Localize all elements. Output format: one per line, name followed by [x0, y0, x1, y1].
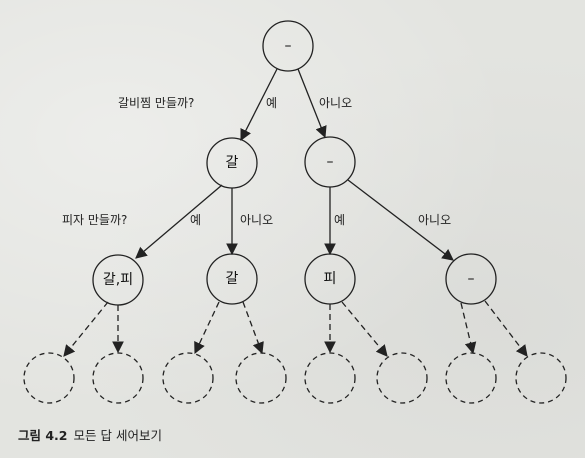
- leaf-node-3: [162, 352, 214, 404]
- edge-label-no-no: 아니오: [418, 213, 451, 227]
- leaf-node-2: [92, 352, 144, 404]
- node-gal2-label: 갈: [226, 271, 239, 287]
- node-root-label: –: [285, 38, 292, 54]
- node-pi-label: 피: [324, 271, 337, 287]
- edge-none-leaf8: [484, 300, 528, 357]
- edge-none-leaf7: [460, 302, 477, 355]
- node-gal: [206, 137, 258, 189]
- edge-galpi-leaf1: [63, 301, 109, 357]
- edge-label-root-yes: 예: [266, 96, 277, 110]
- edge-root-no: [297, 68, 327, 139]
- node-gal-label: 갈: [226, 155, 239, 171]
- caption-number: 그림 4.2: [18, 428, 68, 443]
- edge-gal2-leaf4: [242, 301, 264, 355]
- edge-root-gal: [240, 68, 278, 142]
- node-root: [262, 20, 314, 72]
- node-gal2: [206, 253, 258, 305]
- edge-label-root-no: 아니오: [319, 96, 352, 110]
- node-galpi-label: 갈,피: [103, 272, 133, 288]
- leaf-node-7: [445, 352, 497, 404]
- node-none-label: –: [468, 271, 475, 287]
- edge-no-none: [347, 179, 454, 261]
- node-pi: [304, 253, 356, 305]
- node-no-label: –: [327, 154, 334, 170]
- node-no: [304, 136, 356, 188]
- leaf-node-5: [304, 352, 356, 404]
- node-none: [445, 253, 497, 305]
- edge-label-gal-no: 아니오: [240, 213, 273, 227]
- edge-label-gal-yes: 예: [190, 213, 201, 227]
- edge-gal2-leaf3: [194, 301, 220, 355]
- edge-label-no-yes: 예: [334, 213, 345, 227]
- node-galpi: [92, 254, 144, 306]
- leaf-node-4: [235, 352, 287, 404]
- leaf-node-6: [376, 352, 428, 404]
- edge-gal-galpi: [135, 184, 223, 259]
- question-2: 피자 만들까?: [62, 213, 127, 227]
- figure-caption: 그림 4.2 모든 답 세어보기: [18, 425, 162, 444]
- leaf-node-1: [23, 352, 75, 404]
- caption-title: 모든 답 세어보기: [73, 428, 162, 443]
- question-1: 갈비찜 만들까?: [118, 96, 194, 110]
- edge-pi-leaf6: [341, 301, 388, 357]
- leaf-node-8: [515, 352, 567, 404]
